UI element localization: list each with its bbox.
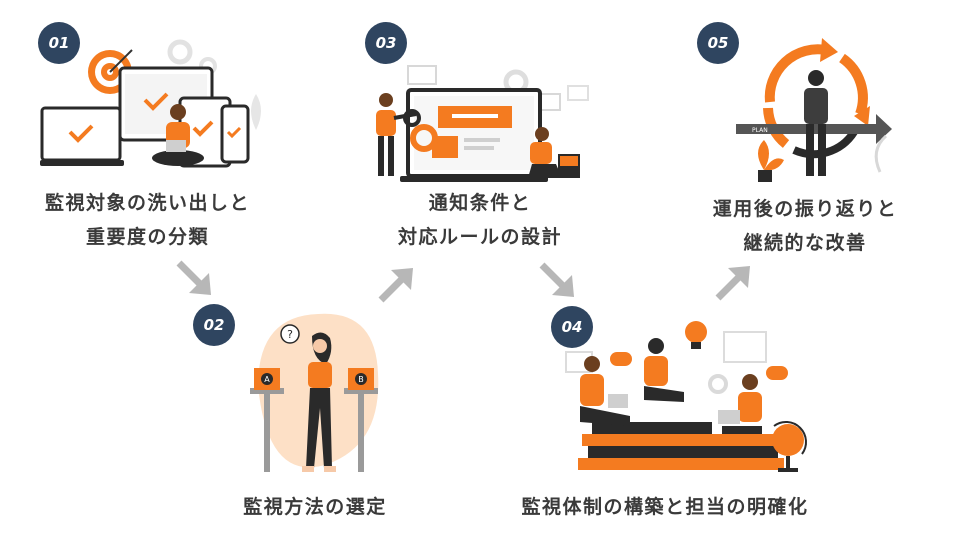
- svg-text:A: A: [264, 375, 270, 384]
- person-figure: [302, 332, 336, 472]
- plant-icon: [758, 140, 784, 182]
- speech-bubble-icon: [766, 366, 788, 380]
- svg-text:?: ?: [287, 328, 293, 341]
- step-03-badge: 03: [365, 22, 407, 64]
- book-stack: [582, 434, 782, 446]
- person-figure: [152, 104, 204, 166]
- arrow-down-right-icon: [539, 262, 574, 297]
- check-icon: [143, 92, 169, 111]
- check-icon: [192, 120, 214, 137]
- step-01-label: 監視対象の洗い出しと 重要度の分類: [44, 192, 250, 248]
- question-icon: [280, 324, 300, 344]
- step-05-illustration: PLAN: [736, 38, 892, 182]
- person-figure: [580, 356, 630, 426]
- step-05-label: 運用後の振り返りと 継続的な改善: [712, 198, 898, 254]
- check-icon: [68, 124, 94, 143]
- arrow-down-right-icon: [176, 260, 211, 295]
- gear-icon: [708, 374, 728, 394]
- step-04-badge: 04: [551, 306, 593, 348]
- person-figure: [718, 374, 762, 434]
- person-figure: [376, 93, 417, 176]
- gear-icon: [167, 39, 193, 65]
- speech-bubble-icon: [610, 352, 632, 366]
- step-04-label: 監視体制の構築と担当の明確化: [521, 496, 809, 518]
- person-figure: [528, 127, 580, 178]
- gear-icon: [410, 124, 438, 152]
- arrow-up-right-icon: [715, 266, 750, 301]
- plant-icon: [251, 94, 261, 130]
- step-05-badge: 05: [697, 22, 739, 64]
- person-figure: [644, 338, 684, 402]
- person-figure: [804, 70, 828, 176]
- step-02-illustration: A B ?: [250, 313, 379, 472]
- globe-icon: [772, 421, 807, 472]
- svg-text:PLAN: PLAN: [752, 127, 768, 134]
- arrow-up-right-icon: [378, 268, 413, 303]
- laptop-device: [40, 106, 122, 162]
- step-04-illustration: [565, 321, 807, 472]
- step-03-label: 通知条件と 対応ルールの設計: [397, 192, 562, 248]
- step-02-badge: 02: [193, 304, 235, 346]
- check-icon: [226, 126, 242, 139]
- step-03-illustration: [376, 65, 589, 182]
- step-02-label: 監視方法の選定: [243, 496, 387, 518]
- lightbulb-icon: [685, 321, 707, 349]
- step-01-badge: 01: [38, 22, 80, 64]
- step-01-illustration: [40, 39, 261, 168]
- svg-text:B: B: [358, 375, 364, 384]
